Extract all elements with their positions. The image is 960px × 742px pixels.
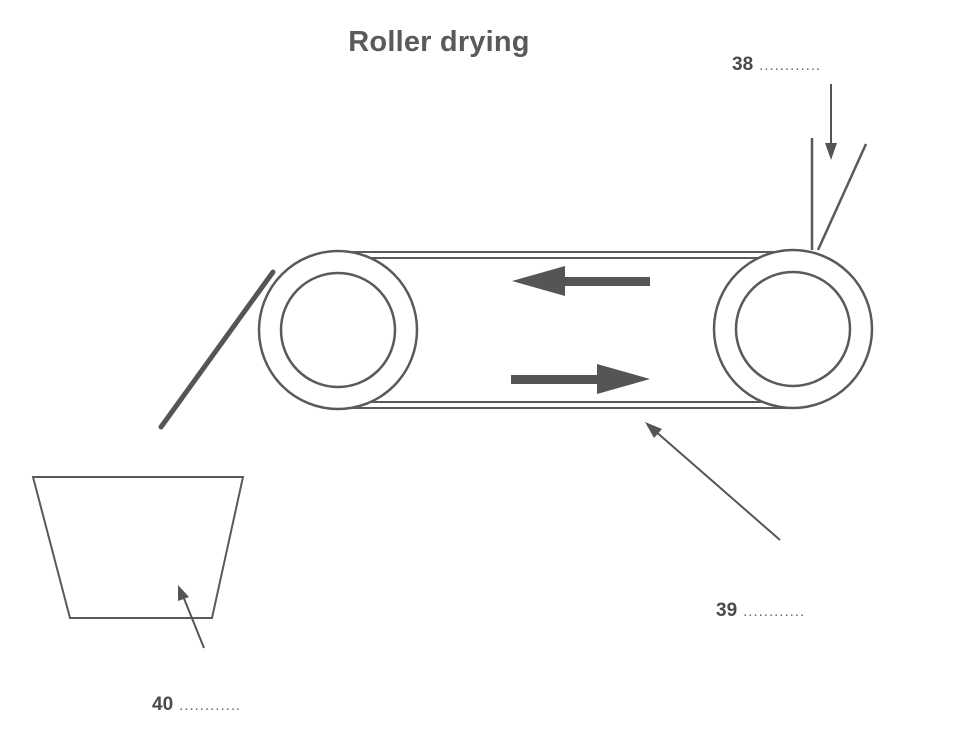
answer-blank-38[interactable]: ............	[759, 57, 822, 74]
pointer-arrow-39	[645, 422, 781, 541]
direction-arrow-right	[511, 364, 650, 394]
diagram-title: Roller drying	[348, 26, 530, 58]
scraper-blade	[158, 269, 276, 430]
conveyor-belt	[338, 251, 793, 409]
direction-arrow-left	[512, 266, 650, 296]
feed-hopper	[810, 138, 868, 251]
pointer-arrow-38	[825, 84, 837, 160]
answer-blank-40[interactable]: ............	[179, 697, 242, 714]
answer-blank-39[interactable]: ............	[743, 603, 806, 620]
answer-label-40: 40............	[152, 694, 241, 716]
pointer-arrow-40	[178, 585, 205, 649]
right-roller	[712, 248, 874, 410]
answer-label-38: 38............	[732, 54, 821, 76]
collection-container	[31, 476, 245, 619]
label-number: 40	[152, 694, 174, 715]
answer-label-39: 39............	[716, 600, 805, 622]
label-number: 38	[732, 54, 754, 75]
left-roller	[257, 249, 419, 411]
label-number: 39	[716, 600, 738, 621]
